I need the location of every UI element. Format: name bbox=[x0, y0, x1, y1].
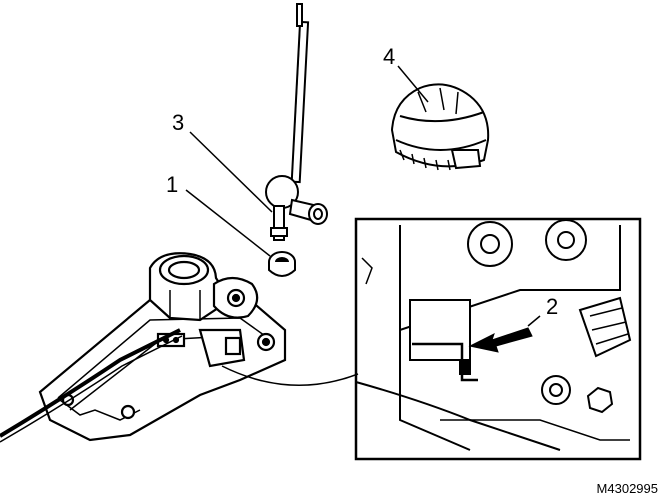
bushing bbox=[268, 251, 296, 277]
callout-1: 1 bbox=[166, 172, 179, 197]
arrow-indicator bbox=[468, 327, 533, 353]
detail-connector-line bbox=[221, 365, 359, 386]
shift-rod bbox=[265, 3, 328, 241]
detail-inset bbox=[354, 217, 642, 461]
leader-lines bbox=[185, 65, 541, 327]
shifter-housing bbox=[0, 252, 287, 443]
callout-2: 2 bbox=[546, 294, 559, 319]
figure-id: M4302995 bbox=[596, 481, 658, 496]
callout-3: 3 bbox=[172, 110, 185, 135]
callout-4: 4 bbox=[383, 44, 396, 69]
cap bbox=[390, 83, 490, 171]
